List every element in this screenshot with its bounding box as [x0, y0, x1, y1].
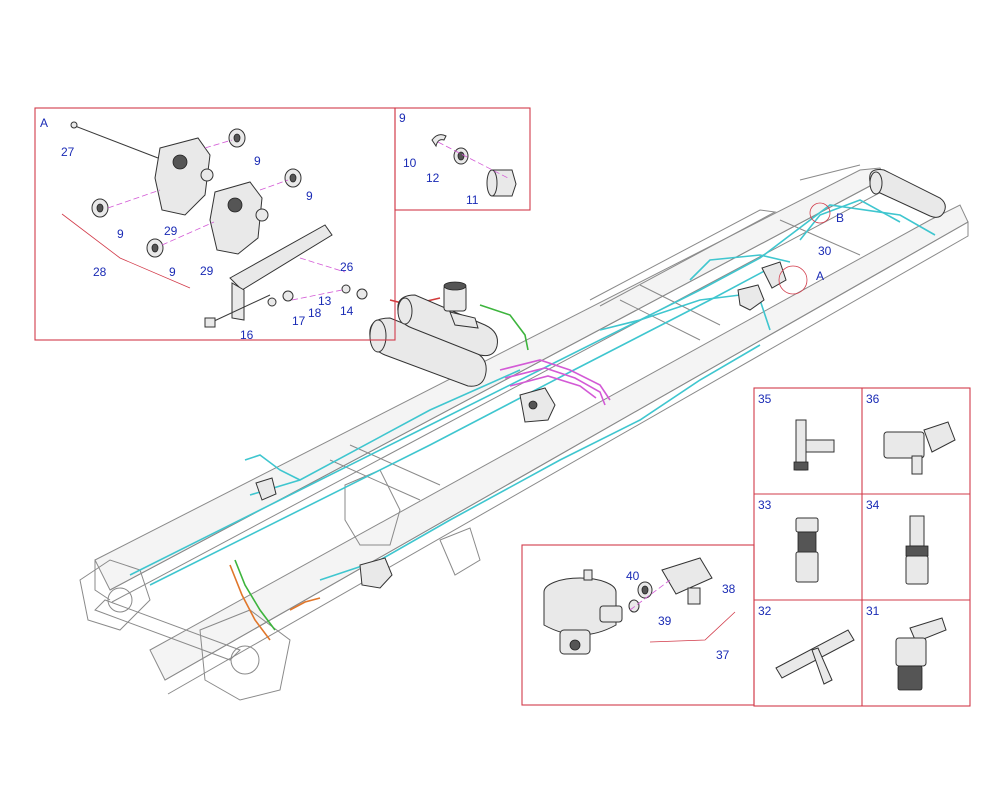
- part-label-32: 32: [758, 604, 772, 618]
- inset-9-title: 9: [399, 111, 406, 125]
- part-label-30: 30: [818, 244, 832, 258]
- relay-valve-inset: 40 38 39 37: [521, 544, 755, 706]
- part-label-34: 34: [866, 498, 880, 512]
- part-label-29-bottom: 29: [200, 264, 214, 278]
- callout-label-a: A: [816, 269, 824, 283]
- callout-circle-b: [809, 202, 831, 224]
- part-label-16: 16: [240, 328, 254, 342]
- part-label-9-left: 9: [117, 227, 124, 241]
- inset-panel-9: 9 10 12 11: [394, 107, 531, 211]
- part-label-26: 26: [340, 260, 354, 274]
- part-label-18: 18: [308, 306, 322, 320]
- part-label-9-top: 9: [254, 154, 261, 168]
- part-label-38: 38: [722, 582, 736, 596]
- part-label-9-bottom: 9: [169, 265, 176, 279]
- callout-label-b: B: [836, 211, 844, 225]
- fitting-33: [795, 517, 819, 583]
- part-label-28: 28: [93, 265, 107, 279]
- part-label-11: 11: [466, 193, 479, 207]
- part-label-13: 13: [318, 294, 332, 308]
- part-label-36: 36: [866, 392, 880, 406]
- fitting-32: [775, 629, 855, 685]
- part-label-27: 27: [61, 145, 75, 159]
- part-label-39: 39: [658, 614, 672, 628]
- valve-cluster-rear: [255, 477, 393, 589]
- inset-panel-a: A 27: [34, 107, 396, 342]
- chassis-frame: [79, 164, 969, 701]
- part-label-35: 35: [758, 392, 772, 406]
- inset-a-title: A: [40, 116, 48, 130]
- fitting-34: [905, 515, 929, 585]
- valve-cluster-front: [737, 169, 946, 311]
- air-tanks: [369, 294, 498, 387]
- part-label-29-top: 29: [164, 224, 178, 238]
- part-label-14: 14: [340, 304, 354, 318]
- part-label-33: 33: [758, 498, 772, 512]
- part-label-40: 40: [626, 569, 640, 583]
- part-label-37: 37: [716, 648, 730, 662]
- part-label-9-right: 9: [306, 189, 313, 203]
- part-label-12: 12: [426, 171, 440, 185]
- callout-circle-a: [778, 265, 808, 295]
- part-label-17: 17: [292, 314, 306, 328]
- air-dryer: [443, 281, 479, 329]
- fitting-31: [895, 617, 947, 691]
- valve-cluster-mid: [519, 387, 556, 423]
- part-label-31: 31: [866, 604, 880, 618]
- fitting-36: [883, 421, 956, 475]
- fittings-grid: 35 36 33 34 32 31: [753, 387, 971, 707]
- part-label-10: 10: [403, 156, 417, 170]
- fitting-35: [793, 419, 835, 471]
